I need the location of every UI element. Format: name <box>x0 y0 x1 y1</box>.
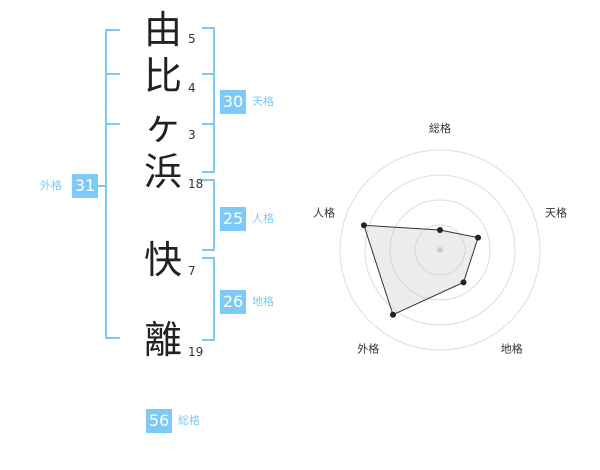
stroke-count-3: 3 <box>188 128 196 142</box>
radar-polygon <box>363 224 479 316</box>
name-char-4: 浜 <box>143 150 182 194</box>
radar-axis-label-3: 地格 <box>501 342 523 356</box>
jinkaku-badge: 25 <box>220 207 246 231</box>
tenkaku-badge: 30 <box>220 90 246 114</box>
radar-axis-label-1: 総格 <box>429 121 451 135</box>
radar-grid-ring <box>389 199 491 301</box>
stroke-count-6: 19 <box>188 345 204 359</box>
soukaku-badge: 56 <box>146 409 172 433</box>
stroke-count-1: 5 <box>188 32 196 46</box>
jinkaku-label: 人格 <box>252 212 274 225</box>
gaikaku-label: 外格 <box>40 179 62 192</box>
soukaku-label: 総格 <box>178 414 200 427</box>
radar-axis-label-4: 外格 <box>357 342 379 356</box>
name-char-1: 由 <box>143 8 182 52</box>
radar-point-2 <box>475 234 482 241</box>
radar-point-1 <box>437 227 443 233</box>
radar-grid-ring <box>414 224 466 276</box>
chikaku-badge: 26 <box>220 290 246 314</box>
stroke-count-4: 18 <box>188 177 204 191</box>
name-char-5: 快 <box>143 238 182 282</box>
name-char-2: 比 <box>143 54 182 98</box>
radar-grid-ring <box>364 174 516 326</box>
stroke-count-5: 7 <box>188 264 196 278</box>
radar-point-5 <box>360 222 367 229</box>
name-char-3: ヶ <box>143 104 182 148</box>
name-char-6: 離 <box>143 318 182 362</box>
radar-axis-label-2: 天格 <box>545 205 567 219</box>
radar-center-dot <box>437 247 443 253</box>
radar-point-4 <box>389 311 396 318</box>
stroke-count-2: 4 <box>188 81 196 95</box>
tenkaku-label: 天格 <box>252 95 274 108</box>
chikaku-label: 地格 <box>252 295 274 308</box>
radar-axis-label-5: 人格 <box>313 205 335 219</box>
radar-point-3 <box>460 279 467 286</box>
gaikaku-badge: 31 <box>72 174 98 198</box>
radar-grid-ring <box>339 149 541 351</box>
